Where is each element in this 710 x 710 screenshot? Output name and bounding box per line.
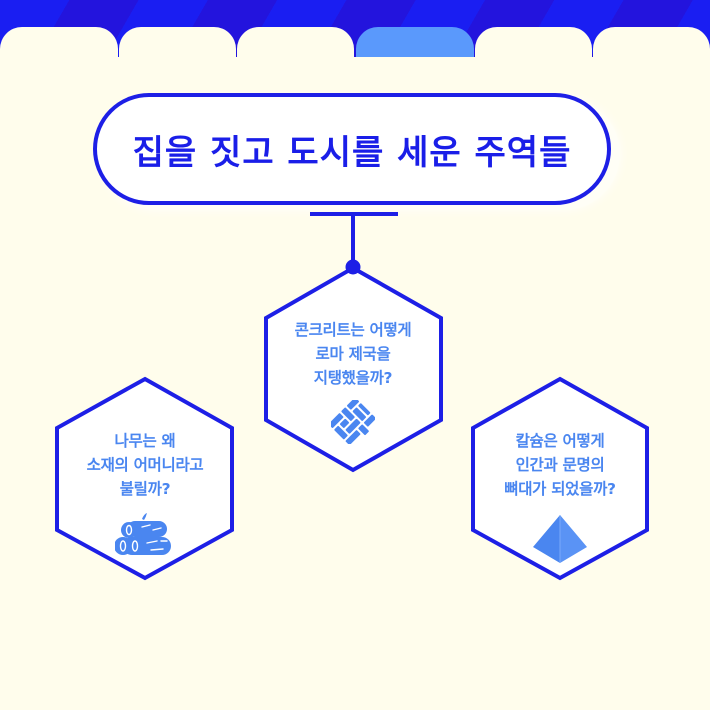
node-calcium-label: 칼슘은 어떻게 인간과 문명의 뼈대가 되었을까? bbox=[504, 432, 616, 498]
tab-2[interactable] bbox=[119, 27, 236, 67]
tab-3[interactable] bbox=[237, 27, 354, 67]
tab-6[interactable] bbox=[593, 27, 710, 67]
node-concrete[interactable]: 콘크리트는 어떻게 로마 제국을 지탱했을까? bbox=[265, 318, 441, 444]
tab-5[interactable] bbox=[475, 27, 592, 67]
logs-icon bbox=[115, 513, 171, 555]
tab-bar bbox=[0, 27, 710, 67]
brick-herringbone-icon bbox=[331, 400, 375, 444]
tab-1[interactable] bbox=[0, 27, 118, 67]
node-wood-label: 나무는 왜 소재의 어머니라고 불릴까? bbox=[86, 432, 204, 498]
pyramid-icon bbox=[533, 515, 587, 563]
node-concrete-label: 콘크리트는 어떻게 로마 제국을 지탱했을까? bbox=[294, 321, 412, 387]
title-pill: 집을 짓고 도시를 세운 주역들 bbox=[93, 93, 611, 205]
tab-4-active[interactable] bbox=[356, 27, 474, 57]
node-wood[interactable]: 나무는 왜 소재의 어머니라고 불릴까? bbox=[57, 429, 233, 559]
node-calcium[interactable]: 칼슘은 어떻게 인간과 문명의 뼈대가 되었을까? bbox=[472, 429, 648, 567]
page-title: 집을 짓고 도시를 세운 주역들 bbox=[132, 132, 572, 173]
